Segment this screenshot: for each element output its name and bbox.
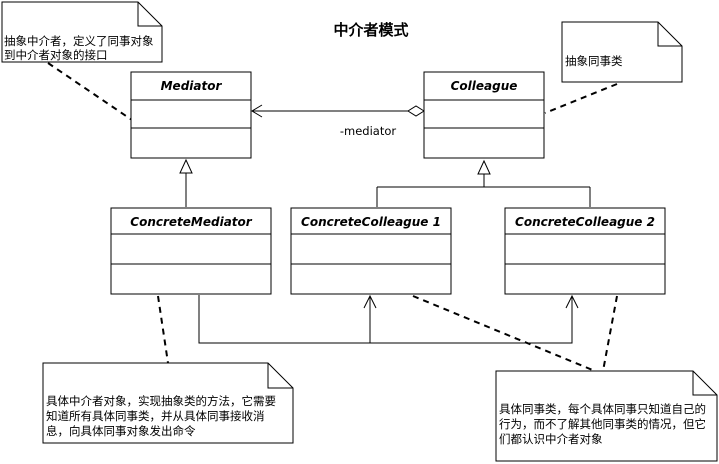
note-line: 知道所有具体同事类，并从具体同事接收消: [46, 409, 265, 423]
note-anchor-line: [544, 83, 618, 114]
class-name: ConcreteColleague 2: [515, 215, 655, 229]
arrow-up-icon: [363, 294, 377, 309]
class-colleague[interactable]: Colleague: [423, 71, 545, 159]
generalization-concretemediator-mediator: [179, 158, 193, 207]
note-line: 具体同事类，每个具体同事只知道自己的: [499, 402, 706, 416]
diagram-title: 中介者模式: [333, 21, 408, 39]
note-line: 到中介者对象的接口: [4, 48, 108, 62]
note-anchor-line: [602, 295, 618, 372]
inheritance-triangle-icon: [179, 158, 193, 174]
note-mediator[interactable]: 抽象中介者，定义了同事对象 到中介者对象的接口: [1, 1, 163, 63]
note-line: 行为，而不了解其他同事类的情况，但它: [499, 417, 706, 431]
note-concrete-mediator[interactable]: 具体中介者对象，实现抽象类的方法，它需要 知道所有具体同事类，并从具体同事接收消…: [42, 362, 294, 444]
inheritance-triangle-icon: [477, 159, 491, 175]
note-anchor-line: [157, 295, 169, 364]
note-line: 息，向具体同事对象发出命令: [46, 424, 196, 438]
arrow-up-icon: [565, 294, 579, 309]
note-line: 具体中介者对象，实现抽象类的方法，它需要: [46, 394, 276, 408]
note-concrete-colleague[interactable]: 具体同事类，每个具体同事只知道自己的 行为，而不了解其他同事类的情况，但它 们都…: [495, 370, 718, 462]
class-concrete-mediator[interactable]: ConcreteMediator: [110, 207, 272, 295]
association-mediator-colleagues: [198, 294, 579, 344]
class-name: Colleague: [451, 79, 518, 93]
association-colleague-mediator: [251, 104, 425, 118]
note-line: 抽象同事类: [565, 54, 623, 68]
class-name: Mediator: [161, 79, 223, 93]
class-concrete-colleague-1[interactable]: ConcreteColleague 1: [290, 207, 452, 295]
class-name: ConcreteMediator: [130, 215, 253, 229]
aggregation-diamond-icon: [407, 105, 425, 117]
note-colleague[interactable]: 抽象同事类: [561, 21, 683, 83]
note-anchor-line: [412, 295, 596, 372]
class-mediator[interactable]: Mediator: [130, 71, 252, 159]
class-concrete-colleague-2[interactable]: ConcreteColleague 2: [504, 207, 666, 295]
note-line: 们都认识中介者对象: [499, 432, 603, 446]
note-anchor-line: [47, 62, 133, 121]
note-line: 抽象中介者，定义了同事对象: [4, 34, 154, 48]
association-label: -mediator: [340, 124, 397, 138]
class-name: ConcreteColleague 1: [301, 215, 441, 229]
generalization-colleagues-colleague: [376, 159, 591, 207]
